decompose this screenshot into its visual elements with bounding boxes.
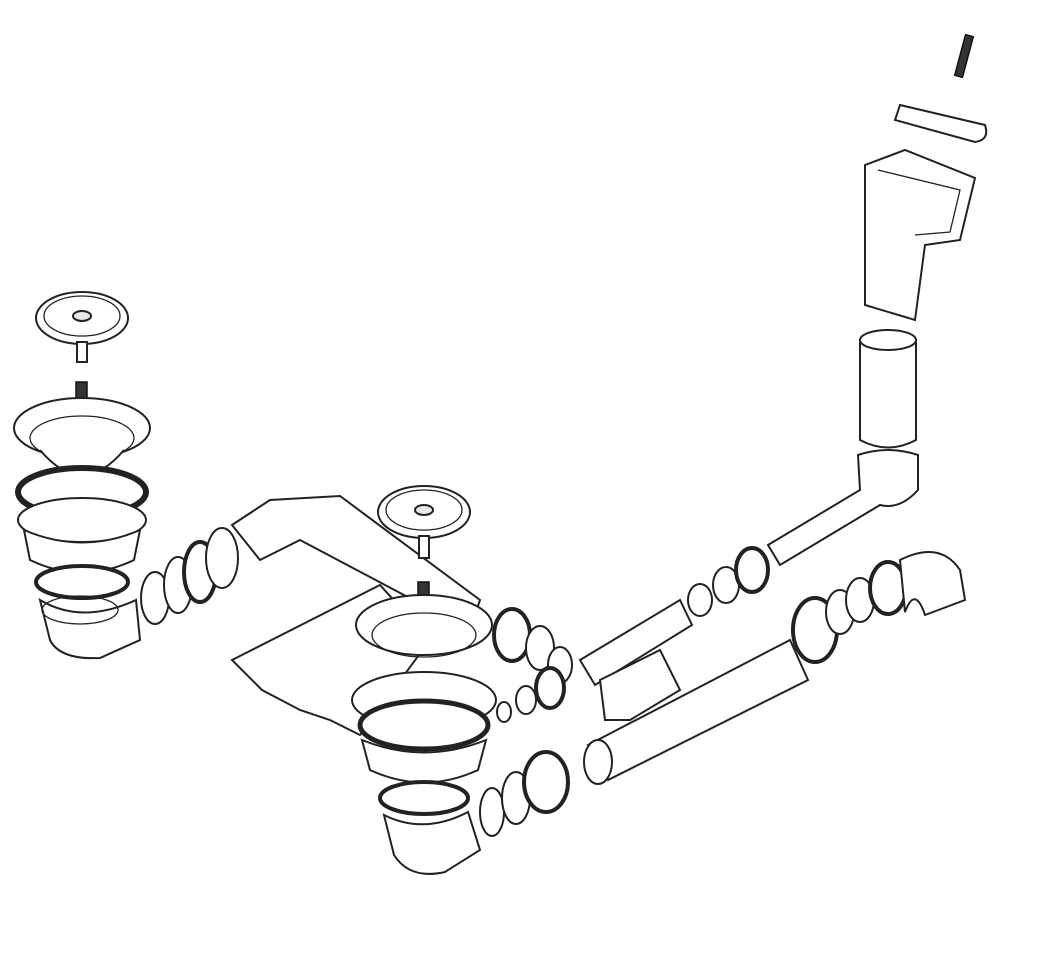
overflow-assembly (766, 33, 988, 567)
middle-upper-rings (492, 607, 573, 723)
tee-fitting (598, 648, 682, 721)
middle-lower-rings (479, 750, 570, 837)
overflow-cover (893, 103, 988, 144)
overflow-hose (578, 598, 694, 687)
overflow-screw (953, 33, 975, 79)
trap-rings (791, 560, 908, 664)
left-strainer-assembly (13, 291, 151, 660)
left-flange (13, 397, 151, 476)
overflow-elbow (766, 449, 919, 567)
middle-outlet (382, 810, 482, 875)
middle-strainer-assembly (351, 485, 497, 875)
middle-basket-strainer (377, 485, 471, 559)
middle-flange (355, 594, 493, 658)
left-basket-strainer (35, 291, 129, 363)
left-outlet (38, 597, 142, 660)
left-connector-rings (140, 527, 239, 625)
left-locknut (34, 564, 130, 600)
overflow-connector-rings (687, 546, 770, 617)
trap-elbow (898, 551, 967, 617)
